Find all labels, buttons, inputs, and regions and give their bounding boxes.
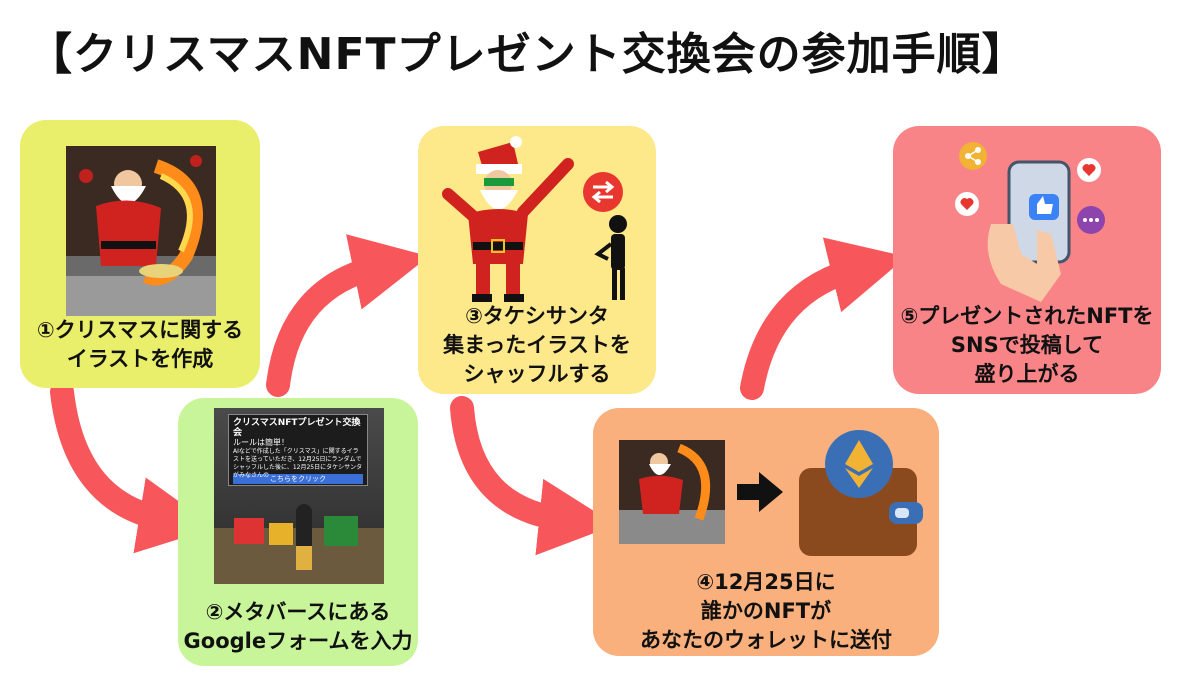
metaverse-panel-title: クリスマスNFTプレゼント交換会 [233,418,361,438]
arrow-step3-to-step4 [450,396,616,556]
step-3-label: ③タケシサンタ 集まったイラストを シャッフルする [443,304,631,386]
step-1-label: ①クリスマスに関する イラストを作成 [36,318,244,371]
step-5-label: ⑤プレゼントされたNFTを SNSで投稿して 盛り上がる [900,304,1154,386]
avatar [296,504,312,556]
step-2-label: ②メタバースにある Googleフォームを入力 [183,600,413,653]
santa-dab-illustration [442,136,627,302]
santa-cooking-illustration [66,146,216,316]
nft-to-wallet-illustration [619,430,923,556]
avatar-pants [296,546,312,570]
metaverse-form-button[interactable]: こちらをクリック [233,474,363,484]
sns-phone-illustration [955,142,1105,302]
gift-box-2 [324,516,358,546]
step-5-card: ⑤プレゼントされたNFTを SNSで投稿して 盛り上がる [893,126,1161,394]
metaverse-panel-body: AIなどで作成した「クリスマス」に関するイラストを送っていただき、12月25日に… [233,448,363,479]
wallet-icon [799,468,917,556]
step-2-card: クリスマスNFTプレゼント交換会 ルールは簡単！ AIなどで作成した「クリスマス… [178,398,418,666]
hand-icon [987,224,1061,302]
step-4-card: ④12月25日に 誰かのNFTが あなたのウォレットに送付 [593,408,939,656]
step-4-label: ④12月25日に 誰かのNFTが あなたのウォレットに送付 [640,570,892,652]
metaverse-info-panel: クリスマスNFTプレゼント交換会 ルールは簡単！ AIなどで作成した「クリスマス… [228,414,368,486]
gift-box-3 [269,523,293,545]
metaverse-panel-subtitle: ルールは簡単！ [233,438,289,447]
arrow-right-icon [737,472,783,512]
shuffle-icon [583,172,623,212]
share-icon [959,142,987,170]
arrow-step2-to-step3 [266,234,430,397]
step-3-card: ③タケシサンタ 集まったイラストを シャッフルする [418,126,656,394]
arrow-step1-to-step2 [50,380,216,554]
arrow-step4-to-step5 [740,237,907,400]
page-title: 【クリスマスNFTプレゼント交換会の参加手順】 [28,29,1027,80]
step-1-card: ①クリスマスに関する イラストを作成 [20,120,260,388]
metaverse-screenshot: クリスマスNFTプレゼント交換会 ルールは簡単！ AIなどで作成した「クリスマス… [214,408,384,584]
gift-box-1 [234,518,264,544]
